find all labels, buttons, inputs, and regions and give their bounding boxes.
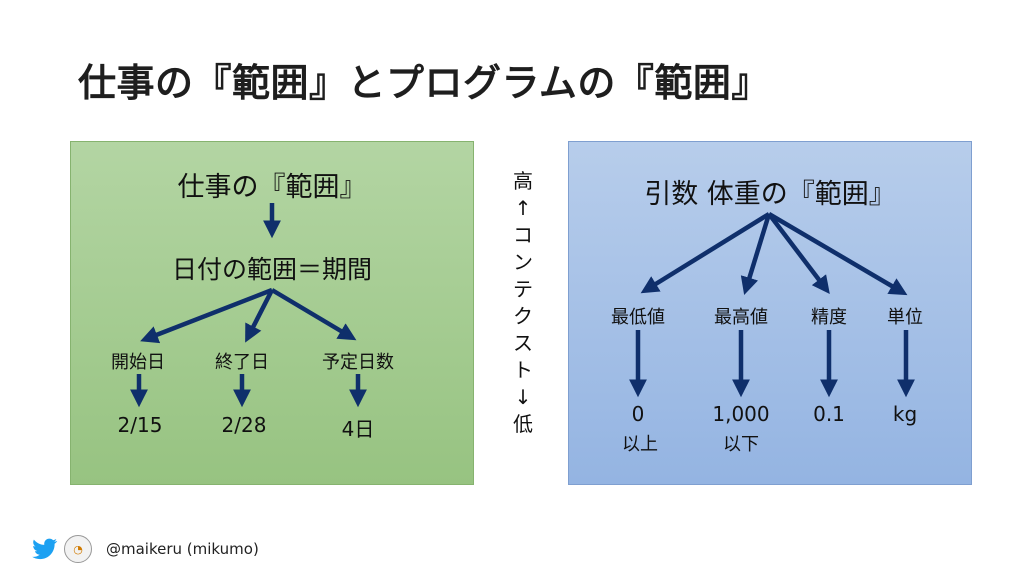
- min-value: 0: [631, 402, 645, 426]
- slide-title: 仕事の『範囲』とプログラムの『範囲』: [78, 61, 770, 105]
- max-value-qualifier: 以下: [723, 434, 759, 455]
- work-range-panel: [70, 141, 474, 485]
- low-label: 低: [513, 412, 533, 436]
- arrow-date-range-to-days: [270, 288, 357, 341]
- end-date-value: 2/28: [221, 413, 267, 437]
- high-label: 高: [513, 169, 533, 193]
- arrow-weight-to-precision: [767, 212, 830, 295]
- arrow-date-range-to-end: [245, 288, 275, 343]
- min-value-label: 最低値: [611, 307, 665, 328]
- context-char: ス: [513, 331, 533, 355]
- avatar-icon[interactable]: ◔: [64, 535, 92, 563]
- footer: ◔ @maikeru (mikumo): [32, 534, 259, 564]
- end-date-label: 終了日: [215, 352, 269, 373]
- weight-range-panel: [568, 141, 972, 485]
- down-arrow-icon: ↓: [514, 385, 532, 409]
- context-char: ト: [513, 358, 533, 382]
- arrow-weight-to-min: [640, 212, 771, 294]
- arrow-weight-to-unit: [767, 212, 908, 296]
- twitter-bird-icon[interactable]: [32, 538, 58, 560]
- precision-value: 0.1: [813, 402, 845, 426]
- context-char: コ: [513, 223, 533, 247]
- weight-range-heading: 引数 体重の『範囲』: [644, 179, 896, 210]
- author-handle[interactable]: @maikeru (mikumo): [106, 540, 259, 558]
- arrow-date-range-to-start: [140, 287, 273, 344]
- context-scale: 高 ↑ コ ン テ ク ス ト ↓ 低: [509, 168, 537, 438]
- min-value-qualifier: 以上: [622, 434, 658, 455]
- planned-days-value: 4日: [341, 417, 375, 441]
- max-value: 1,000: [712, 402, 770, 426]
- max-value-label: 最高値: [714, 307, 768, 328]
- date-range-heading: 日付の範囲＝期間: [171, 255, 373, 284]
- start-date-value: 2/15: [117, 413, 163, 437]
- up-arrow-icon: ↑: [514, 196, 532, 220]
- context-char: ク: [513, 304, 533, 328]
- precision-label: 精度: [811, 307, 847, 328]
- start-date-label: 開始日: [111, 352, 165, 373]
- context-char: テ: [513, 277, 533, 301]
- arrow-weight-to-max: [740, 213, 772, 296]
- planned-days-label: 予定日数: [322, 352, 394, 373]
- work-range-heading: 仕事の『範囲』: [177, 172, 367, 203]
- unit-label: 単位: [887, 307, 923, 328]
- unit-value: kg: [892, 402, 918, 426]
- context-char: ン: [513, 250, 533, 274]
